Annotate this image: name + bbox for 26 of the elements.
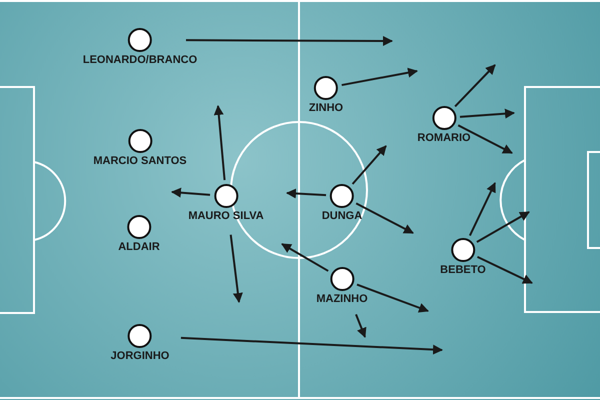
- arrow: [186, 36, 393, 46]
- arrow: [476, 211, 530, 243]
- arrow: [281, 243, 329, 272]
- player-name: JORGINHO: [110, 351, 170, 362]
- player-name: ALDAIR: [118, 242, 160, 253]
- player-name: MAZINHO: [316, 294, 368, 305]
- arrow: [458, 124, 513, 154]
- arrow: [355, 314, 366, 338]
- arrow: [469, 182, 496, 236]
- arrow: [356, 202, 414, 234]
- arrow: [214, 105, 226, 180]
- arrow: [460, 108, 515, 119]
- arrow: [230, 234, 243, 303]
- arrow: [180, 336, 443, 355]
- arrow: [477, 256, 533, 284]
- arrow: [352, 145, 387, 185]
- player-name: LEONARDO/BRANCO: [82, 55, 198, 66]
- arrow: [286, 188, 326, 198]
- arrow: [356, 284, 429, 313]
- arrow: [171, 188, 210, 198]
- player-name: ZINHO: [308, 103, 344, 114]
- player-name: MARCIO SANTOS: [93, 156, 187, 167]
- player-name: ROMARIO: [417, 133, 471, 144]
- arrow: [342, 68, 418, 86]
- arrow: [454, 64, 496, 108]
- player-name: BEBETO: [440, 265, 486, 276]
